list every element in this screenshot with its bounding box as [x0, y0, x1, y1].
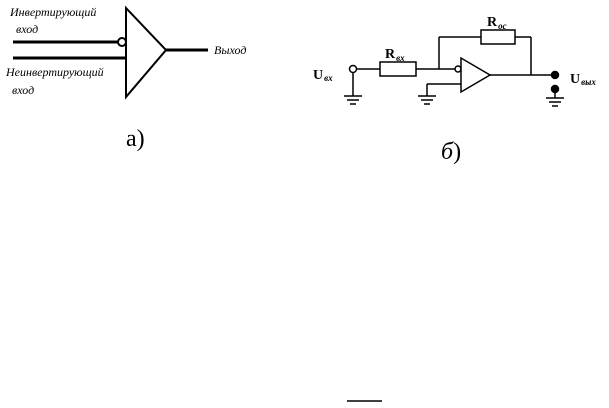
inverting-input-label-line1: Инвертирующий: [9, 5, 96, 19]
r-fb-label: Rос: [487, 15, 507, 31]
noninverting-input-label-line2: вход: [12, 83, 34, 97]
input-terminal: [348, 64, 358, 74]
output-terminal: [550, 70, 560, 80]
diagram-b: Rос Rвх Uвх: [313, 15, 596, 165]
r-in-label: Rвх: [385, 47, 405, 63]
caption-a: а): [126, 126, 145, 152]
opamp-triangle: [125, 5, 168, 100]
u-out-label: Uвых: [570, 72, 596, 87]
inversion-bubble: [117, 37, 127, 47]
input-resistor: [379, 61, 417, 77]
caption-b: б): [441, 139, 461, 165]
inversion-bubble-b: [454, 65, 462, 73]
feedback-resistor: [480, 29, 516, 45]
output-label: Выход: [214, 43, 246, 57]
inverting-input-label-line2: вход: [16, 22, 38, 36]
u-in-label: Uвх: [313, 68, 333, 83]
diagram-a: Инвертирующий вход Выход Неинвертирующий…: [5, 5, 246, 152]
output-ground-terminal: [550, 84, 560, 94]
noninverting-input-label-line1: Неинвертирующий: [5, 65, 104, 79]
opamp-triangle-b: [460, 56, 492, 94]
